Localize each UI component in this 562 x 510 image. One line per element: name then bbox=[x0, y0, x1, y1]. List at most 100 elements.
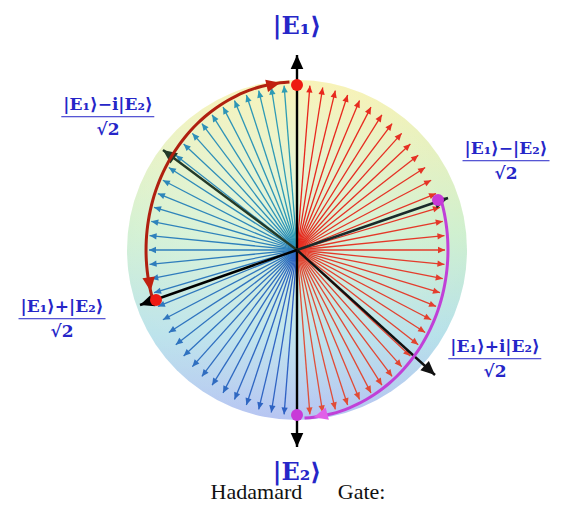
fraction-numerator: |E₁⟩+i|E₂⟩ bbox=[448, 337, 541, 359]
vector-head bbox=[192, 359, 199, 366]
vector-head bbox=[184, 144, 191, 151]
fraction-denominator: √2 bbox=[492, 164, 519, 185]
state-vector bbox=[297, 91, 335, 250]
fraction-numerator: |E₁⟩−i|E₂⟩ bbox=[61, 95, 154, 117]
vector-head bbox=[234, 100, 240, 108]
vector-head bbox=[403, 144, 410, 151]
vector-head bbox=[163, 314, 171, 320]
state-vector bbox=[297, 249, 445, 250]
fraction-denominator: √2 bbox=[94, 120, 121, 141]
vector-head bbox=[418, 326, 426, 332]
hadamard-arc bbox=[305, 199, 448, 418]
vector-head bbox=[395, 359, 402, 366]
vector-head bbox=[385, 124, 392, 131]
state-vector bbox=[297, 100, 360, 250]
axis-head bbox=[420, 361, 435, 375]
state-dot bbox=[150, 294, 162, 306]
vector-head bbox=[365, 107, 371, 115]
vector-head bbox=[158, 193, 166, 199]
vector-head bbox=[282, 407, 288, 414]
state-vector bbox=[297, 250, 392, 376]
vector-head bbox=[423, 180, 431, 186]
vector-head bbox=[163, 180, 171, 186]
basis-label: |E₁⟩ bbox=[271, 12, 324, 41]
vector-head bbox=[432, 288, 440, 294]
vector-head bbox=[435, 274, 442, 280]
vector-head bbox=[246, 397, 252, 405]
vector-head bbox=[176, 338, 183, 345]
vector-head bbox=[342, 95, 348, 103]
vector-head bbox=[282, 86, 288, 93]
vector-head bbox=[375, 378, 381, 386]
vector-head bbox=[437, 233, 444, 239]
fraction-denominator: √2 bbox=[481, 362, 508, 383]
vector-head bbox=[342, 397, 348, 405]
state-vector bbox=[158, 194, 297, 250]
vector-head bbox=[385, 369, 392, 376]
axis-line bbox=[297, 198, 448, 250]
state-vector bbox=[246, 250, 297, 405]
arc-head bbox=[142, 276, 154, 291]
vector-head bbox=[438, 247, 445, 253]
vector-head bbox=[184, 349, 191, 356]
gate-trajectories bbox=[142, 79, 448, 421]
state-vector bbox=[184, 144, 297, 250]
state-vector bbox=[150, 236, 297, 250]
fraction-denominator: √2 bbox=[48, 322, 75, 343]
axis-line bbox=[140, 250, 297, 305]
arc-head bbox=[314, 408, 329, 420]
state-dot bbox=[291, 409, 303, 421]
vector-head bbox=[423, 314, 431, 320]
vector-head bbox=[202, 124, 209, 131]
basis-axes bbox=[140, 55, 448, 447]
vector-head bbox=[150, 261, 157, 267]
state-vector bbox=[297, 155, 418, 250]
vector-head bbox=[418, 168, 426, 174]
vector-head bbox=[331, 91, 337, 99]
vector-head bbox=[365, 385, 371, 393]
fraction-numerator: |E₁⟩−|E₂⟩ bbox=[463, 139, 550, 161]
state-vector bbox=[297, 250, 425, 333]
vector-head bbox=[428, 301, 436, 307]
hadamard-arc bbox=[146, 82, 289, 301]
axis-head bbox=[291, 433, 304, 447]
state-vector bbox=[297, 250, 310, 414]
state-vector bbox=[163, 180, 297, 250]
vector-head bbox=[318, 88, 324, 95]
vector-head bbox=[212, 378, 218, 386]
vector-head bbox=[257, 91, 263, 99]
vector-head bbox=[234, 392, 240, 400]
caption: Hadamard Gate: bbox=[211, 479, 386, 505]
vector-head bbox=[354, 100, 360, 108]
vector-head bbox=[437, 261, 444, 267]
vector-head bbox=[375, 115, 381, 123]
axis-head bbox=[291, 55, 304, 69]
state-dot bbox=[432, 194, 444, 206]
vector-head bbox=[192, 133, 199, 140]
vector-head bbox=[246, 95, 252, 103]
vector-head bbox=[151, 220, 158, 226]
axis-line bbox=[163, 150, 297, 250]
state-vector bbox=[297, 194, 436, 250]
vector-head bbox=[395, 133, 402, 140]
state-vector bbox=[297, 180, 431, 250]
vector-head bbox=[411, 338, 418, 345]
state-vector bbox=[271, 250, 297, 412]
vector-head bbox=[435, 220, 442, 226]
state-vector bbox=[297, 250, 382, 385]
vector-head bbox=[149, 247, 156, 253]
state-vector bbox=[212, 250, 297, 385]
vector-head bbox=[354, 392, 360, 400]
state-vector bbox=[163, 250, 297, 320]
vector-head bbox=[169, 326, 177, 332]
vector-head bbox=[411, 155, 418, 162]
state-vector bbox=[169, 250, 297, 333]
state-vector bbox=[223, 107, 297, 250]
vector-head bbox=[154, 206, 162, 212]
fraction-numerator: |E₁⟩+|E₂⟩ bbox=[19, 297, 106, 319]
state-vector bbox=[202, 250, 297, 376]
state-vector bbox=[284, 250, 297, 414]
state-vector bbox=[297, 250, 440, 293]
